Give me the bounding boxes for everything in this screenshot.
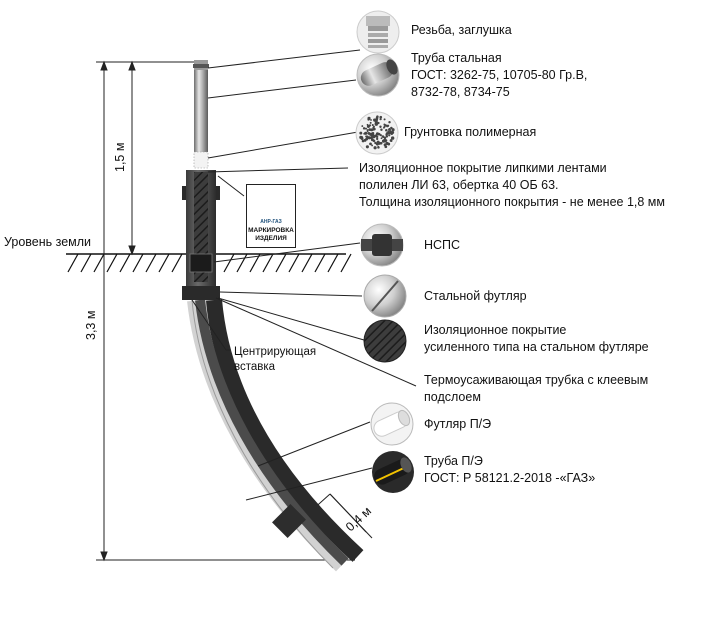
steel-pipe-icon [356,53,400,97]
nsps-icon [360,223,404,267]
steel-sleeve-icon [363,274,407,318]
steel-sleeve [182,170,220,300]
label-pe-pipe: Труба П/Э ГОСТ: Р 58121.2-2018 -«ГАЗ» [424,454,596,485]
dim-total: 3,3 м [84,310,98,340]
pe-sleeve-icon [370,402,414,446]
leader-lines [191,49,417,501]
dimension-lines [96,60,373,562]
label-steel-sleeve: Стальной футляр [424,289,527,303]
label-reinforced-insulation: Изоляционное покрытие усиленного типа на… [424,323,649,354]
pe-pipe-icon [372,451,414,493]
heat-shrink-sleeve [272,504,306,538]
label-steel-pipe: Труба стальная ГОСТ: 3262-75, 10705-80 Г… [411,51,588,99]
primer-icon [355,111,399,155]
reinforced-insulation-icon [363,319,407,363]
label-nsps: НСПС [424,238,461,252]
marking-caption-1: МАРКИРОВКА [248,227,294,234]
thread-cap-icon [356,10,400,54]
label-ground-level: Уровень земли [4,235,92,249]
label-heat-shrink: Термоусаживающая трубка с клеевым подсло… [424,373,649,404]
label-pe-sleeve: Футляр П/Э [424,417,492,431]
dim-above-ground: 1,5 м [113,142,127,172]
marking-plate: АНР-ГАЗ МАРКИРОВКА ИЗДЕЛИЯ [246,184,296,248]
label-insulation-tape: Изоляционное покрытие липкими лентами по… [359,161,665,209]
label-thread-cap: Резьба, заглушка [411,23,512,37]
steel-pipe [193,60,209,169]
label-centering-insert: Центрирующая вставка [234,346,317,373]
pe-pipe-curve [187,298,364,572]
label-primer: Грунтовка полимерная [404,125,537,139]
marking-logo-text: АНР-ГАЗ [260,219,282,225]
marking-caption-2: ИЗДЕЛИЯ [255,235,287,242]
